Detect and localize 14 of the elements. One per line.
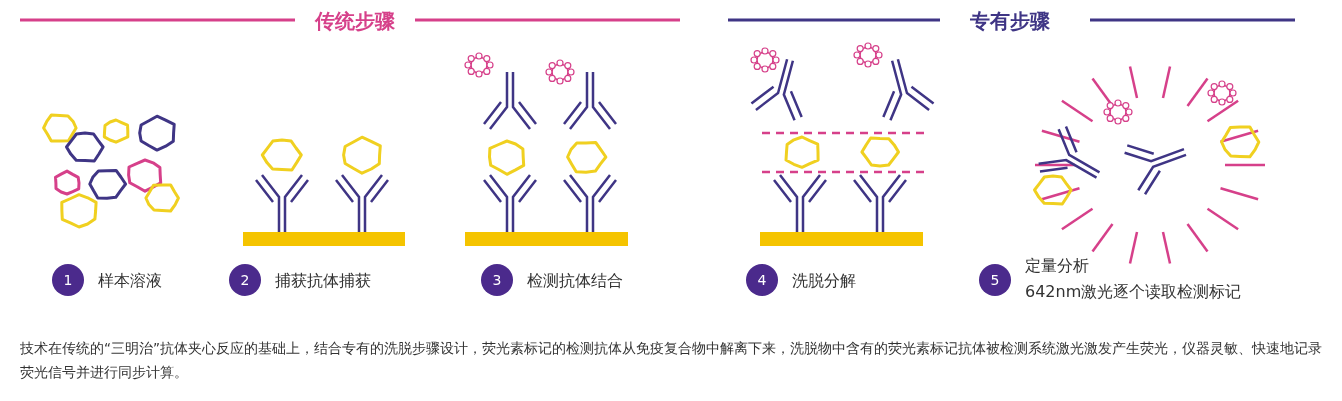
step-label: 642nm激光逐个读取检测标记 <box>1025 282 1242 303</box>
step-label: 检测抗体结合 <box>527 271 623 292</box>
step-number-circle: 4 <box>746 264 778 296</box>
step-label: 定量分析 <box>1025 256 1089 277</box>
step-label: 捕获抗体捕获 <box>275 271 371 292</box>
section-heading: 专有步骤 <box>970 8 1050 35</box>
step-label: 洗脱分解 <box>792 271 856 292</box>
step-number-circle: 3 <box>481 264 513 296</box>
step-number-circle: 2 <box>229 264 261 296</box>
step-label: 样本溶液 <box>98 271 162 292</box>
section-heading: 传统步骤 <box>315 8 395 35</box>
caption-paragraph: 技术在传统的“三明治”抗体夹心反应的基础上，结合专有的洗脱步骤设计，荧光素标记的检测抗体从免疫复合物中解离下来，洗脱物中含有的荧光素标记抗体被检测系统激光激发产生荧光，仪器灵敏、快速地记录荧光信号并进行同步计算。 <box>20 339 1323 382</box>
step-number-circle: 5 <box>979 264 1011 296</box>
step-number-circle: 1 <box>52 264 84 296</box>
